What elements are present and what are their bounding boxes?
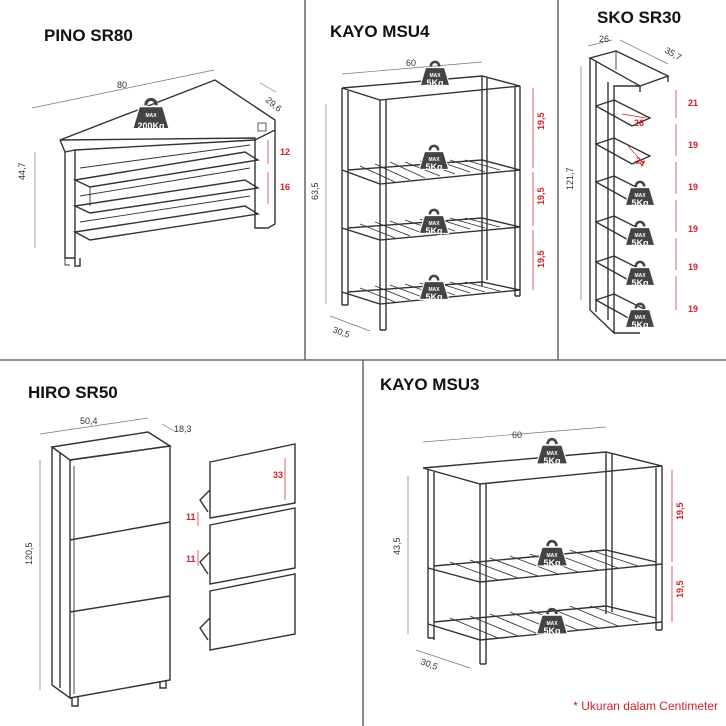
sko-gap-1-label: 21: [688, 98, 698, 108]
weight-value-label: 5Kg: [631, 238, 648, 248]
weight-max-label: MAX: [429, 73, 441, 79]
panel-title: HIRO SR50: [28, 383, 118, 402]
weight-value-label: 5Kg: [631, 198, 648, 208]
hiro-cabinet-drawing: [50, 431, 172, 707]
weight-icon: MAX 5Kg: [418, 274, 450, 302]
hiro-gap-2-label: 11: [186, 554, 196, 564]
panel-pino-sr80: PINO SR80 80 29,6 44,7 12 16: [17, 26, 290, 267]
panel-title: KAYO MSU4: [330, 22, 430, 41]
weight-max-label: MAX: [546, 621, 558, 627]
pino-depth-label: 29,6: [264, 95, 284, 114]
kayo4-height-label: 63,5: [310, 182, 320, 200]
kayo3-width-label: 60: [512, 430, 522, 440]
weight-value-label: 5Kg: [425, 226, 442, 236]
sko-gap-5-label: 19: [688, 262, 698, 272]
hiro-depth-label: 18,3: [174, 424, 192, 434]
weight-icon: MAX 5Kg: [419, 60, 451, 88]
sko-depth-label: 35,7: [663, 45, 683, 62]
panel-title: SKO SR30: [597, 8, 681, 27]
pino-width-label: 80: [117, 80, 127, 90]
kayo3-gap-2-label: 19,5: [675, 580, 685, 598]
hiro-width-label: 50,4: [80, 416, 98, 426]
weight-icon: MAX 5Kg: [624, 220, 656, 248]
panel-sko-sr30: SKO SR30 26 35,7 121,7 26: [565, 8, 698, 335]
sko-gap-4-label: 19: [688, 224, 698, 234]
kayo3-height-label: 43,5: [392, 537, 402, 555]
weight-max-label: MAX: [546, 553, 558, 559]
panel-kayo-msu4: KAYO MSU4 60 63,5 30,5 19,5 19,5: [310, 22, 546, 340]
weight-icon: MAX 5Kg: [535, 437, 569, 466]
panel-title: KAYO MSU3: [380, 375, 480, 394]
weight-max-label: MAX: [428, 157, 440, 163]
weight-icon: MAX 5Kg: [535, 607, 569, 636]
kayo3-rack-drawing: [422, 451, 663, 665]
weight-icon: MAX 5Kg: [535, 539, 569, 568]
weight-max-label: MAX: [634, 273, 646, 279]
kayo4-depth-label: 30,5: [331, 324, 351, 339]
weight-max-label: MAX: [634, 193, 646, 199]
weight-value-label: 5Kg: [543, 626, 560, 636]
weight-value-label: 5Kg: [426, 78, 443, 88]
weight-max-label: MAX: [428, 221, 440, 227]
weight-max-label: MAX: [145, 113, 157, 119]
kayo4-width-label: 60: [406, 58, 416, 68]
weight-value-label: 5Kg: [631, 278, 648, 288]
weight-value-label: 5Kg: [425, 162, 442, 172]
weight-icon: MAX 5Kg: [624, 180, 656, 208]
pino-shoe-rack-drawing: [59, 79, 276, 267]
weight-icon: MAX 5Kg: [624, 302, 656, 330]
weight-max-label: MAX: [634, 315, 646, 321]
kayo4-gap-3-label: 19,5: [536, 250, 546, 268]
kayo3-depth-label: 30,5: [419, 656, 439, 671]
kayo3-gap-1-label: 19,5: [675, 502, 685, 520]
weight-icon: MAX 5Kg: [418, 144, 450, 172]
sko-shelf-depth-label: 34: [633, 155, 647, 169]
pino-gap-2-label: 16: [280, 182, 290, 192]
kayo4-rack-drawing: [341, 75, 521, 331]
sko-width-label: 26: [599, 34, 609, 44]
sko-gap-3-label: 19: [688, 182, 698, 192]
pino-gap-1-label: 12: [280, 147, 290, 157]
hiro-height-label: 120,5: [24, 542, 34, 565]
panel-title: PINO SR80: [44, 26, 133, 45]
sko-height-label: 121,7: [565, 167, 575, 190]
panel-kayo-msu3: KAYO MSU3 60 43,5 30,5 19,5 19,5 MAX: [380, 375, 685, 672]
sko-gap-6-label: 19: [688, 304, 698, 314]
weight-value-label: 5Kg: [543, 558, 560, 568]
pino-height-label: 44,7: [17, 162, 27, 180]
weight-icon: MAX 5Kg: [624, 260, 656, 288]
weight-value-label: 200Kg: [137, 121, 164, 131]
kayo4-gap-1-label: 19,5: [536, 112, 546, 130]
hiro-door-detail-drawing: [199, 443, 296, 651]
kayo4-gap-2-label: 19,5: [536, 187, 546, 205]
weight-icon: MAX 200Kg: [131, 97, 171, 131]
weight-value-label: 5Kg: [425, 292, 442, 302]
hiro-door-height-label: 33: [273, 470, 283, 480]
weight-max-label: MAX: [634, 233, 646, 239]
weight-value-label: 5Kg: [543, 456, 560, 466]
sko-shelf-width-label: 26: [634, 118, 644, 128]
sko-gap-2-label: 19: [688, 140, 698, 150]
weight-icon: MAX 5Kg: [418, 208, 450, 236]
weight-max-label: MAX: [546, 451, 558, 457]
hiro-gap-1-label: 11: [186, 512, 196, 522]
footnote: * Ukuran dalam Centimeter: [573, 699, 718, 713]
weight-value-label: 5Kg: [631, 320, 648, 330]
panel-hiro-sr50: HIRO SR50 50,4 18,3 120,5 33: [24, 383, 296, 707]
weight-max-label: MAX: [428, 287, 440, 293]
